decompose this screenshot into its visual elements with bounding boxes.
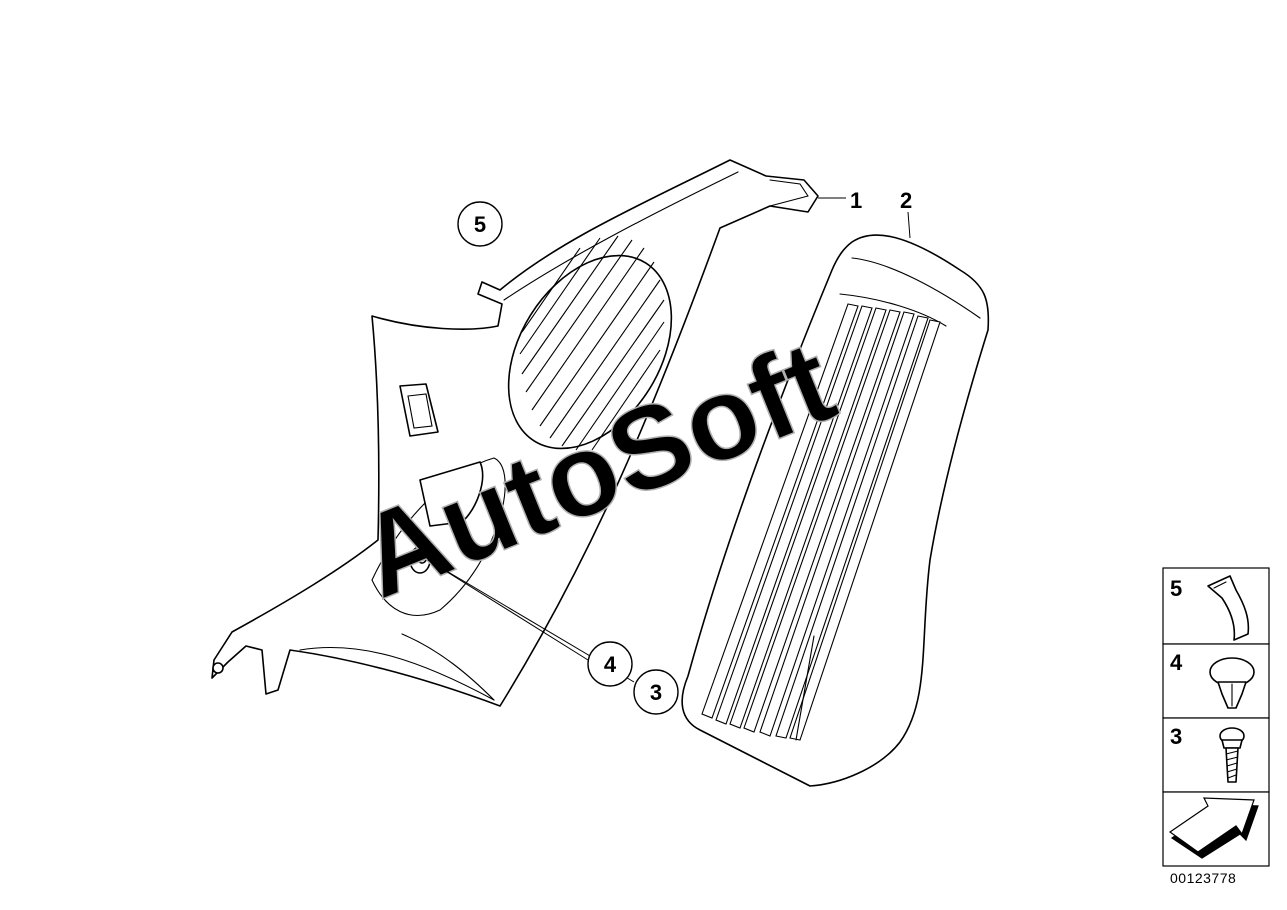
callout-label-3: 3 [650, 680, 662, 705]
document-number: 00123778 [1170, 870, 1237, 886]
callout-label-5: 5 [474, 212, 486, 237]
callout-label-2: 2 [900, 188, 912, 213]
screw-icon [1219, 727, 1245, 783]
legend-number-3: 3 [1170, 724, 1182, 749]
legend-number-5: 5 [1170, 576, 1182, 601]
speaker-grille [507, 254, 673, 450]
sill-trim-cover [681, 234, 990, 787]
direction-arrow-icon [1168, 797, 1259, 859]
parts-legend: 5 4 3 [1162, 567, 1270, 867]
sill-trim-ribs [701, 303, 941, 741]
legend-number-4: 4 [1170, 650, 1183, 675]
clip-icon [1207, 575, 1250, 641]
callout-label-4: 4 [604, 652, 617, 677]
callout-circle-5 [457, 201, 503, 247]
side-trim-panel [211, 159, 819, 707]
callout-label-1: 1 [850, 188, 862, 213]
callout-circle-3 [633, 669, 679, 715]
callout-circle-4 [587, 641, 633, 687]
speaker-grille-slots [519, 235, 665, 451]
push-rivet-icon [1209, 657, 1255, 709]
